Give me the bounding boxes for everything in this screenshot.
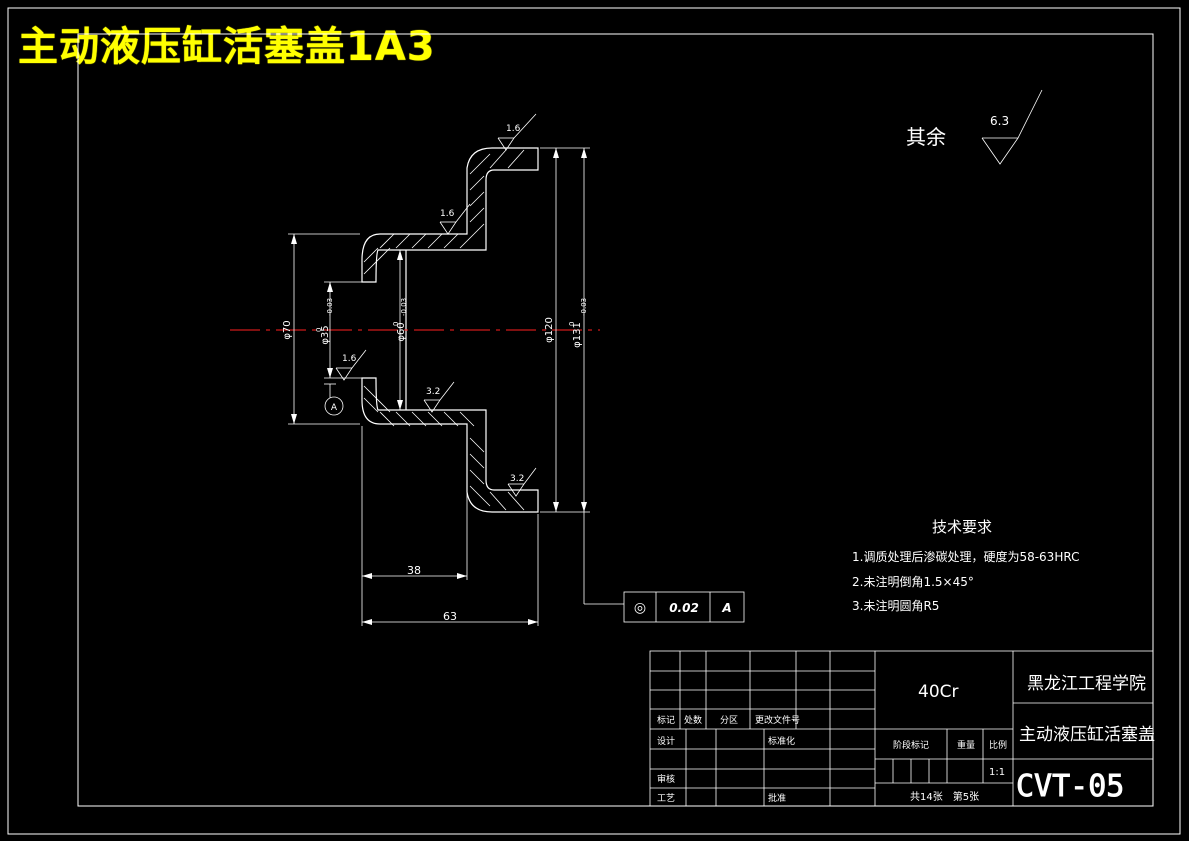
dim-d60-upper: 0	[392, 322, 400, 326]
tb-weight: 重量	[957, 739, 975, 751]
tech-req-item: 2.未注明倒角1.5×45°	[852, 574, 974, 589]
part-section	[361, 147, 539, 513]
hatching-lower	[363, 385, 525, 511]
hatching-upper	[363, 149, 525, 275]
tb-approve: 批准	[768, 792, 786, 804]
dim-d35-lower: -0.03	[326, 298, 334, 316]
roughness-value: 1.6	[440, 209, 455, 219]
dim-len38: 38	[407, 564, 421, 577]
roughness-value: 3.2	[426, 387, 440, 397]
dim-d70: φ70	[282, 320, 293, 339]
concentricity-icon: ◎	[634, 600, 646, 616]
school-name: 黑龙江工程学院	[1027, 674, 1146, 694]
arrowheads	[291, 148, 587, 625]
dim-d131-lower: -0.03	[580, 298, 588, 316]
tech-req-item: 1.调质处理后渗碳处理，硬度为58-63HRC	[852, 549, 1079, 564]
tb-scale-label: 比例	[989, 739, 1007, 751]
title-block-grid	[649, 650, 1154, 807]
tb-header-doc: 更改文件号	[755, 714, 800, 726]
other-roughness-label: 其余	[906, 125, 946, 149]
tolerance-datum: A	[721, 601, 731, 615]
drawing-title: 主动液压缸活塞盖1A3	[18, 24, 436, 70]
tb-scale-value: 1:1	[989, 767, 1005, 778]
part-name: 主动液压缸活塞盖	[1019, 724, 1155, 745]
roughness-value: 1.6	[506, 124, 521, 134]
outer-border	[7, 7, 1181, 835]
dim-d60: φ60	[396, 322, 407, 341]
dim-d131-upper: 0	[568, 322, 576, 326]
material-text: 40Cr	[918, 682, 959, 702]
roughness-value: 3.2	[510, 474, 524, 484]
tb-header-zone: 分区	[720, 715, 738, 726]
datum-a-label: A	[331, 403, 338, 413]
dim-d35-upper: 0	[315, 328, 323, 332]
tb-sheets: 共14张 第5张	[910, 790, 979, 803]
dim-d35: φ35	[320, 325, 331, 344]
dim-d60-lower: -0.03	[400, 298, 408, 316]
tolerance-value: 0.02	[669, 601, 699, 615]
tb-process: 工艺	[657, 793, 675, 804]
tech-req-title: 技术要求	[932, 518, 992, 536]
inner-frame	[77, 33, 1154, 807]
dim-d131: φ131	[572, 322, 583, 348]
tb-design: 设计	[657, 735, 675, 747]
tb-standard: 标准化	[768, 735, 795, 747]
tech-req-item: 3.未注明圆角R5	[852, 598, 939, 613]
drawing-number: CVT-05	[1016, 769, 1124, 804]
dim-len63: 63	[443, 610, 457, 623]
roughness-value: 1.6	[342, 354, 357, 364]
upper-flange-outline	[361, 147, 539, 283]
lower-flange-outline	[361, 377, 539, 513]
tb-stage-mark: 阶段标记	[893, 739, 929, 751]
tb-header-count: 处数	[684, 714, 702, 726]
other-roughness-value: 6.3	[990, 114, 1009, 128]
tb-header-mark: 标记	[657, 714, 675, 726]
dim-d120: φ120	[544, 317, 555, 343]
dimension-lines	[288, 89, 1043, 626]
tb-review: 审核	[657, 773, 675, 785]
